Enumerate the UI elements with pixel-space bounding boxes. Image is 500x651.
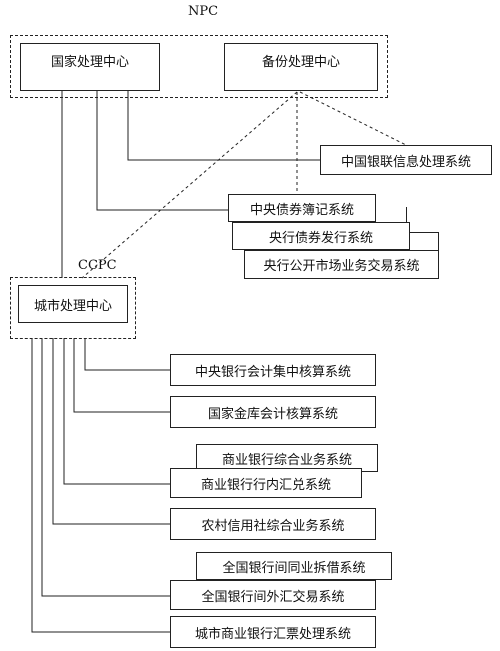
treasury-accounting-box: 国家金库会计核算系统 <box>170 396 376 428</box>
central-accounting-label: 中央银行会计集中核算系统 <box>194 364 351 380</box>
bond-issuance-label: 央行债券发行系统 <box>268 230 373 246</box>
treasury-accounting-label: 国家金库会计核算系统 <box>207 406 338 422</box>
backup-to-unionpay-line <box>299 91 411 148</box>
treasury-accounting-line <box>73 338 170 413</box>
forex-line <box>41 338 170 597</box>
commercial-bank-remittance-box: 商业银行行内汇兑系统 <box>170 468 362 498</box>
ccpc-group <box>10 277 136 339</box>
rural-credit-label: 农村信用社综合业务系统 <box>201 518 345 534</box>
central-accounting-box: 中央银行会计集中核算系统 <box>170 354 376 386</box>
national-processing-center-label: 国家处理中心 <box>50 55 129 70</box>
rural-credit-box: 农村信用社综合业务系统 <box>170 508 376 540</box>
bond-registry-line <box>96 91 228 211</box>
unionpay-system-box: 中国银联信息处理系统 <box>320 145 492 175</box>
backup-processing-center: 备份处理中心 <box>224 43 378 91</box>
national-processing-center: 国家处理中心 <box>20 43 160 91</box>
city-bank-draft-label: 城市商业银行汇票处理系统 <box>194 626 351 642</box>
rural-credit-line <box>52 338 170 525</box>
commercial-bank-business-label: 商业银行综合业务系统 <box>221 452 352 468</box>
bond-registry-box: 中央债券簿记系统 <box>228 194 376 222</box>
npc-label: NPC <box>188 4 219 19</box>
backup-processing-center-label: 备份处理中心 <box>261 55 340 70</box>
city-processing-center: 城市处理中心 <box>18 285 128 323</box>
interbank-lending-box: 全国银行间同业拆借系统 <box>196 552 392 580</box>
forex-trading-label: 全国银行间外汇交易系统 <box>201 589 345 605</box>
npc-group <box>10 35 388 98</box>
interbank-lending-label: 全国银行间同业拆借系统 <box>222 560 366 576</box>
city-processing-center-label: 城市处理中心 <box>33 298 112 314</box>
ccpc-label: CCPC <box>78 258 117 273</box>
bond-registry-label: 中央债券簿记系统 <box>249 202 354 218</box>
open-market-label: 央行公开市场业务交易系统 <box>263 259 420 274</box>
remittance-line <box>63 338 170 485</box>
unionpay-system-label: 中国银联信息处理系统 <box>340 154 471 170</box>
open-market-shadow <box>410 232 439 251</box>
city-bank-draft-box: 城市商业银行汇票处理系统 <box>170 616 376 648</box>
forex-trading-box: 全国银行间外汇交易系统 <box>170 580 376 610</box>
open-market-box: 央行公开市场业务交易系统 <box>244 250 439 279</box>
backup-to-ccpc-line <box>81 91 298 279</box>
unionpay-line <box>127 91 320 161</box>
city-bank-draft-line <box>31 338 170 633</box>
commercial-bank-remittance-label: 商业银行行内汇兑系统 <box>200 477 331 493</box>
bond-issuance-box: 央行债券发行系统 <box>232 222 410 250</box>
central-accounting-line <box>84 338 170 371</box>
